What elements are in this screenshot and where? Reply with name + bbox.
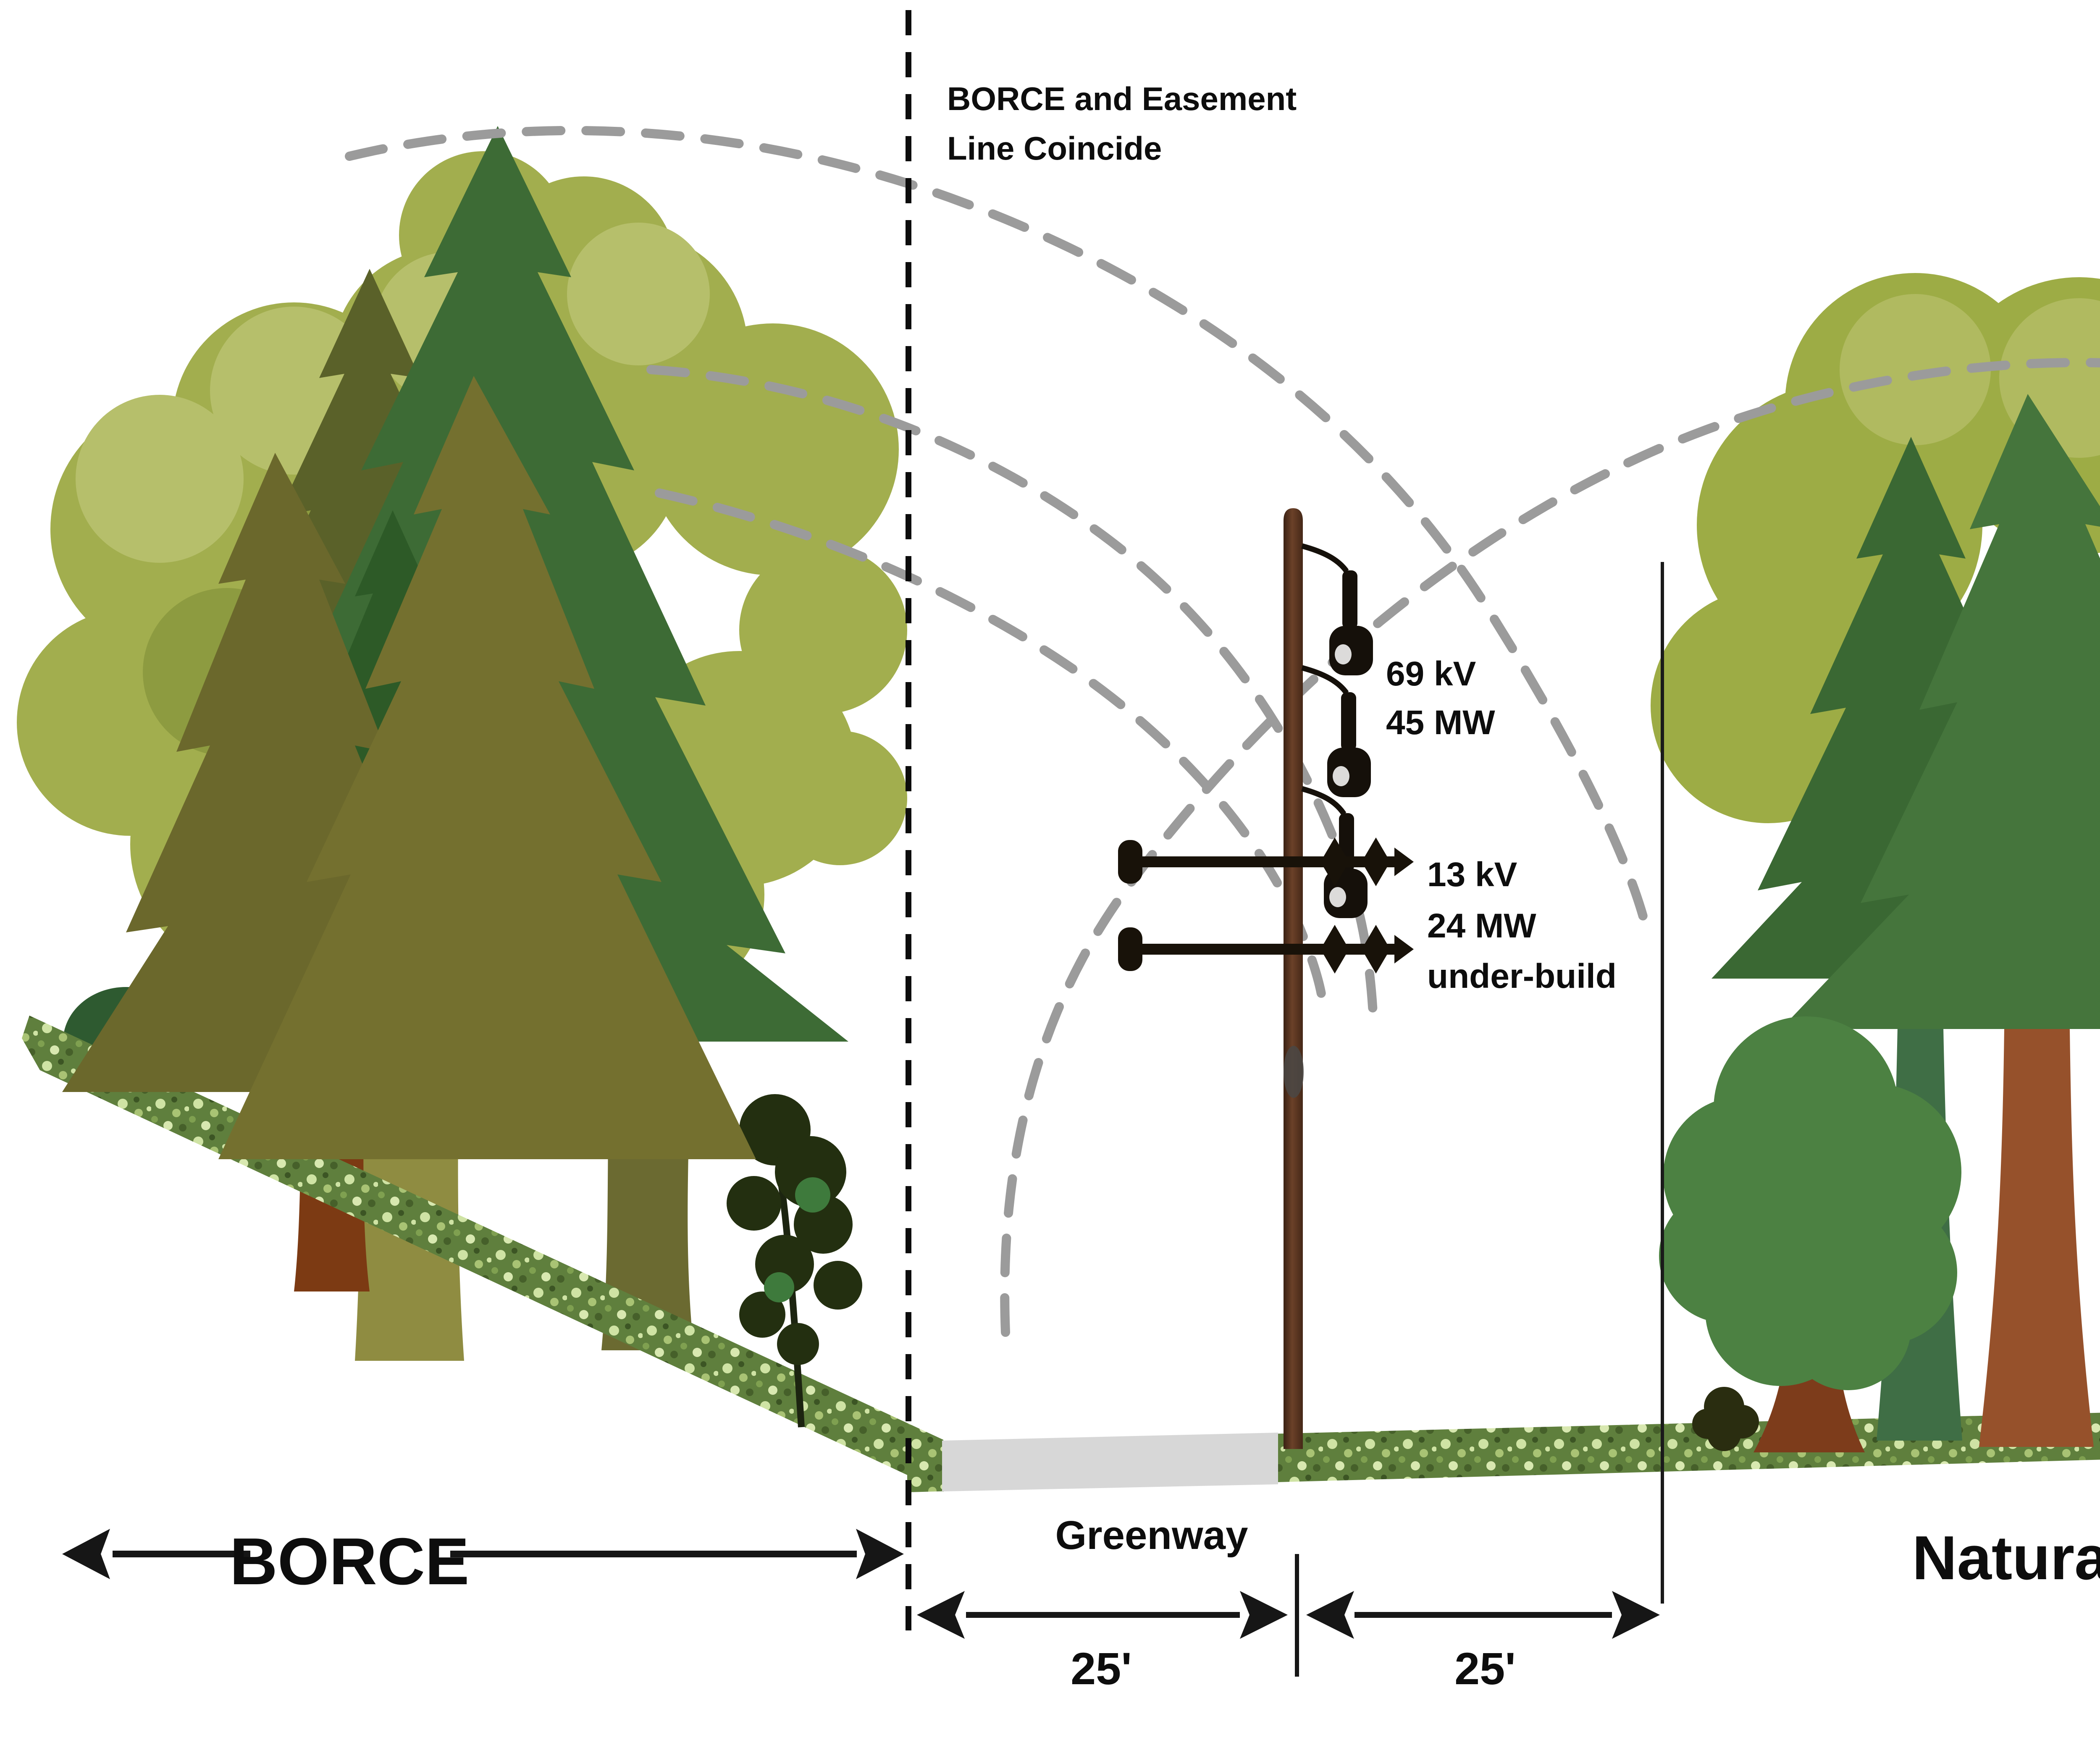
right-distance-label: 25': [1454, 1643, 1516, 1694]
natural-area-forest: [1651, 273, 2100, 1452]
easement-note-line1: BORCE and Easement: [947, 80, 1297, 117]
crossarm-13kv-lower: [1118, 925, 1414, 974]
borce-zone-label: BORCE: [230, 1525, 470, 1599]
fall-arc-right-tree: [1000, 358, 2100, 1337]
greenway-path-surface: [942, 1433, 1278, 1491]
natural-area-zone-label: Natural Area: [1912, 1523, 2100, 1593]
distribution-capacity-label: 24 MW: [1427, 907, 1536, 945]
front-right-olive-pine: [218, 376, 756, 1159]
crossarm-13kv-upper: [1118, 837, 1414, 886]
transmission-capacity-label: 45 MW: [1386, 704, 1495, 742]
distribution-voltage-label: 13 kV: [1427, 856, 1517, 894]
small-bush: [1692, 1387, 1759, 1451]
utility-pole: [1118, 508, 1414, 1449]
insulator-69kv-middle: [1301, 665, 1371, 797]
greenway-label: Greenway: [1055, 1513, 1248, 1558]
right-pine-2: [1781, 394, 2100, 1029]
left-distance-label: 25': [1071, 1643, 1132, 1694]
distribution-type-label: under-build: [1427, 957, 1617, 995]
transmission-voltage-label: 69 kV: [1386, 655, 1476, 693]
tree-fall-arcs: [345, 126, 2100, 1337]
bare-sapling: [727, 1094, 862, 1428]
easement-note-line2: Line Coincide: [947, 130, 1162, 167]
fall-arc-left-tree-lower: [655, 488, 1328, 1008]
fall-arc-tall-left-tree: [345, 126, 1654, 945]
pole-shaft: [1284, 508, 1303, 1449]
borce-extent-arrowheads: [62, 1529, 904, 1579]
pole-knot: [1284, 1046, 1304, 1098]
fall-arc-left-tree-upper: [646, 365, 1378, 1034]
insulator-69kv-top: [1301, 543, 1373, 675]
dimension-arrows: [917, 1591, 1660, 1639]
right-pine-2-trunk: [1979, 1029, 2094, 1447]
front-deciduous-tree: [1659, 1016, 1961, 1452]
borce-foreground-trees: [62, 376, 862, 1428]
